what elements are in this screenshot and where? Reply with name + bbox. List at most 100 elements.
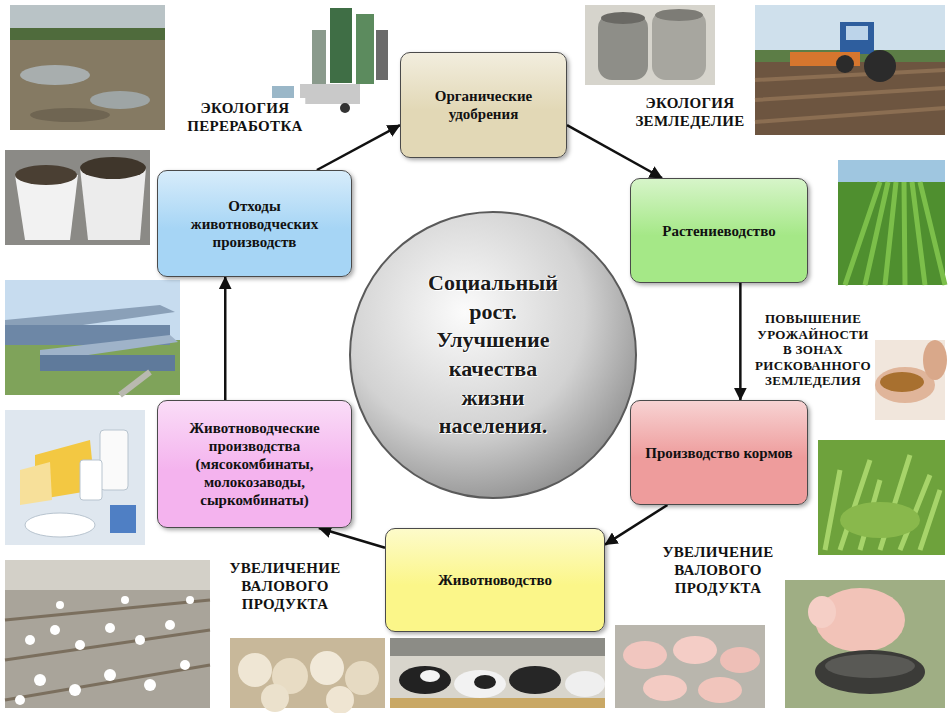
tractor-field-photo [755,5,945,135]
poultry-house-photo [56,601,64,609]
poultry-house-photo [121,596,129,604]
node-label: Животноводство [438,571,552,589]
muddy-field-photo [20,65,90,85]
node-label: Органические удобрения [411,87,556,123]
pig-photo [825,654,915,678]
process-box: Производство кормов [630,400,808,505]
sheep-photo [261,684,289,712]
node-label: Отходы животноводческих производств [168,197,341,251]
poultry-house-photo [135,635,145,645]
node-label: Растениеводство [662,222,775,240]
muddy-field-photo [10,5,165,130]
tractor-field-photo [836,55,854,73]
tractor-field-photo [755,62,945,135]
sheep-photo [230,638,385,708]
tractor-field-photo [755,5,945,135]
poultry-house-photo [5,560,210,590]
poultry-house-photo [25,635,35,645]
edge-label: УВЕЛИЧЕНИЕ ВАЛОВОГО ПРОДУКТА [659,542,776,598]
edge-label: ЭКОЛОГИЯ ПЕРЕРАБОТКА [184,98,305,136]
process-box: Растениеводство [630,178,808,283]
cows-photo [390,638,605,708]
muddy-field-photo [30,108,110,122]
flow-arrow [224,277,227,400]
muddy-field-photo [10,40,165,130]
cows-photo [420,670,440,682]
tractor-field-photo [864,50,896,82]
pig-photo [785,580,945,708]
compost-bags-photo [15,165,77,185]
poultry-house-photo [15,695,25,705]
node-label: Производство кормов [645,444,792,462]
piglets-photo [698,677,742,703]
crop-field-photo [838,160,945,182]
green-fodder-photo [840,502,920,538]
crop-field-photo [838,160,945,285]
edge-label: ПОВЫШЕНИЕ УРОЖАЙНОСТИ В ЗОНАХ РИСКОВАННО… [752,310,874,390]
piglets-photo [720,647,760,673]
grain-hands-photo [880,372,924,392]
process-box: Животноводство [385,528,605,632]
fertilizer-sacks-photo [585,5,715,85]
sheep-photo [326,686,354,713]
crop-field-photo [845,182,945,285]
poultry-house-photo [186,596,194,604]
sheep-photo [238,653,272,687]
poultry-house-photo [104,669,116,681]
crop-field-photo [838,160,945,285]
farm-buildings-photo [5,280,180,395]
piglets-photo [623,641,667,669]
cows-photo [399,666,451,694]
cows-photo [390,698,605,708]
poultry-house-photo [144,679,156,691]
cows-photo [509,666,561,694]
poultry-house-photo [34,674,46,686]
pig-photo [815,650,925,694]
center-circle: Социальный рост. Улучшение качества жизн… [348,210,638,500]
pig-photo [808,596,836,628]
piglets-photo [643,675,687,701]
poultry-house-photo [180,660,190,670]
grain-hands-photo [875,340,947,420]
biogas-plant-drawing [376,30,388,80]
muddy-field-photo [90,91,150,109]
cows-photo [565,671,605,697]
tractor-field-photo [840,22,874,54]
poultry-house-photo [165,620,175,630]
edge-label: УВЕЛИЧЕНИЕ ВАЛОВОГО ПРОДУКТА [226,558,343,614]
tractor-field-photo [846,26,868,40]
flow-arrow [319,528,385,548]
sheep-photo [345,661,379,695]
poultry-house-photo [105,623,115,633]
process-box: Органические удобрения [400,52,567,158]
dairy-products-photo [110,505,136,533]
sheep-photo [230,638,385,713]
node-label: Животноводческие производства (мясокомби… [168,419,341,509]
green-fodder-photo [818,440,945,555]
flow-arrow [567,125,662,178]
farm-buildings-photo [120,372,150,395]
poultry-house-photo [50,625,60,635]
dairy-products-photo [25,513,95,537]
biogas-plant-drawing [330,8,352,83]
flow-arrow [605,505,667,545]
process-box: Животноводческие производства (мясокомби… [157,400,352,528]
fertilizer-sacks-photo [585,5,715,85]
biogas-plant-drawing [312,30,326,85]
piglets-photo [673,636,717,664]
cows-photo [474,675,496,689]
dairy-products-photo [5,410,145,545]
compost-bags-photo [5,150,150,245]
poultry-house-photo [5,560,210,708]
green-fodder-photo [825,455,940,550]
poultry-house-photo [5,600,210,700]
compost-bags-photo [5,150,150,245]
dairy-products-photo [20,462,52,505]
biogas-plant-drawing [340,103,350,113]
poultry-house-photo [15,596,194,705]
grain-hands-photo [923,340,947,380]
green-fodder-photo [818,440,945,555]
cows-photo [390,638,605,708]
